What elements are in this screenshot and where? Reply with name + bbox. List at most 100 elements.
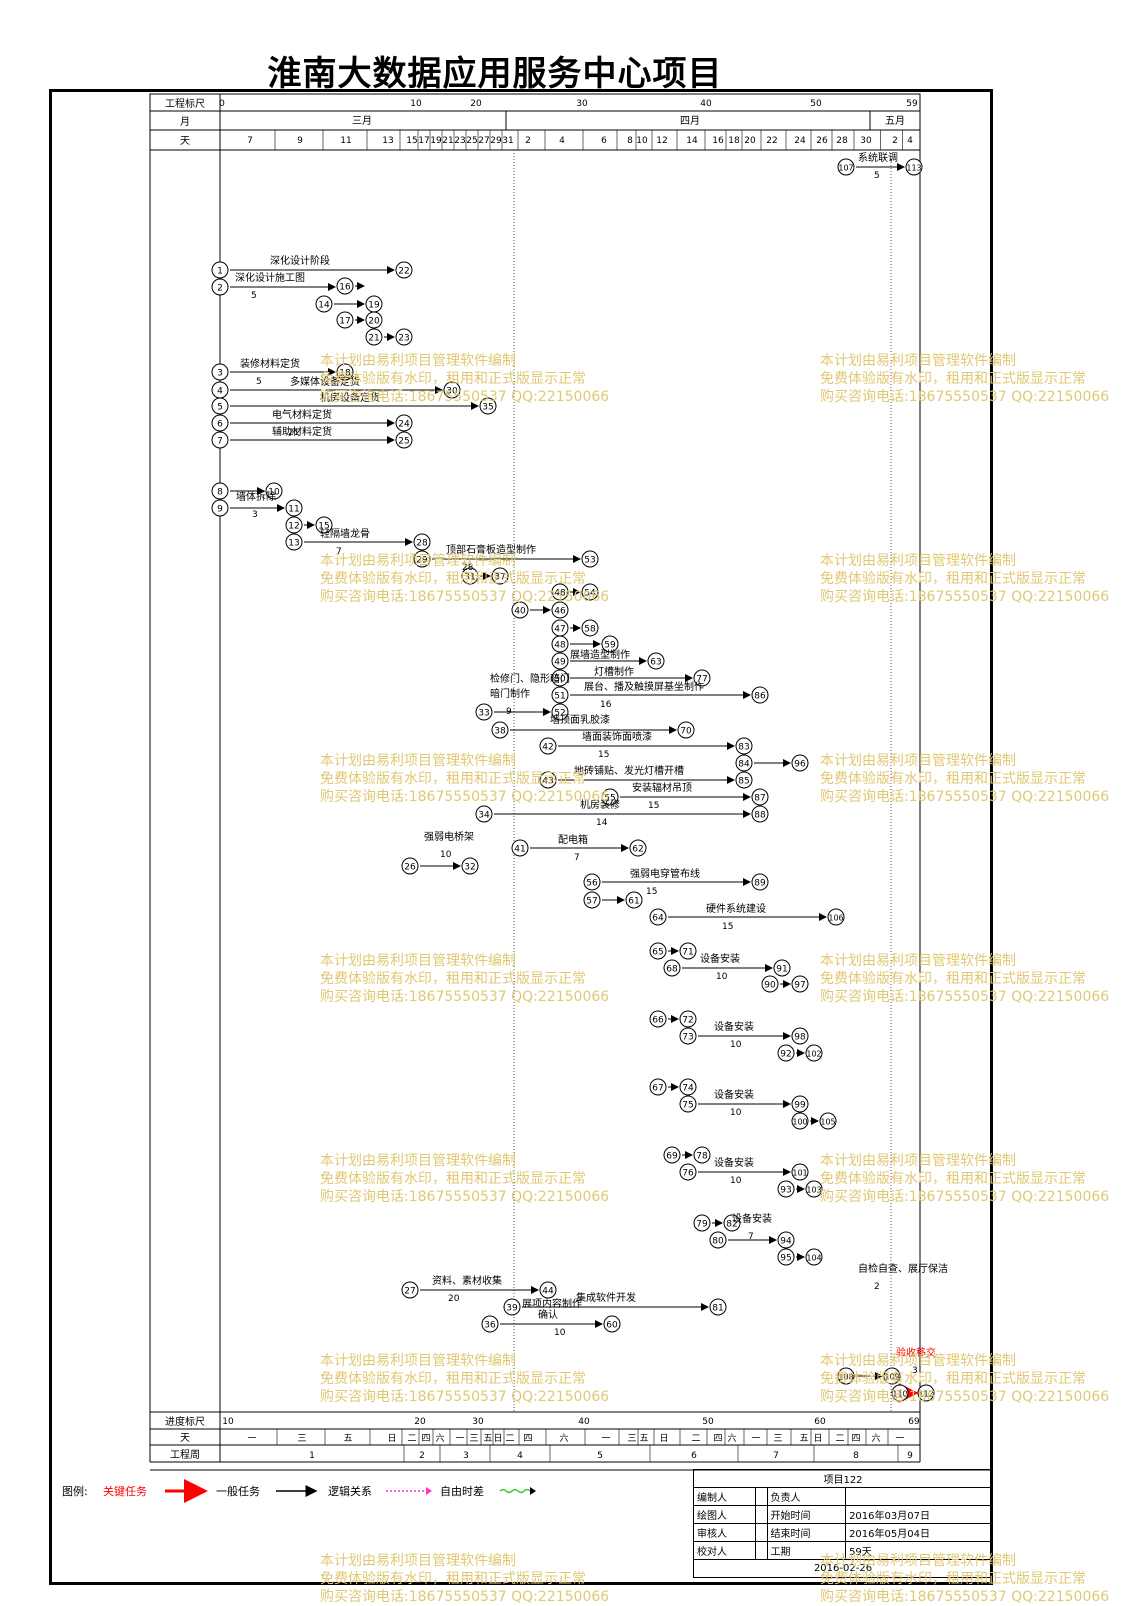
node-number: 112	[918, 1390, 933, 1399]
event-node: 10	[265, 482, 283, 500]
node-number: 73	[682, 1033, 693, 1043]
day-cell: 29	[490, 136, 502, 146]
day-cell: 25	[466, 136, 477, 146]
day-cell: 21	[442, 136, 453, 146]
event-node: 97	[791, 975, 809, 993]
event-node: 78	[693, 1146, 711, 1164]
task-name: 墙顶面乳胶漆	[550, 713, 610, 726]
event-node: 2	[211, 278, 229, 296]
event-node: 9	[211, 499, 229, 517]
node-number: 53	[584, 556, 595, 566]
node-number: 49	[554, 658, 566, 668]
event-node: 34	[475, 805, 493, 823]
node-number: 5	[217, 403, 223, 413]
event-node: 18	[336, 363, 354, 381]
node-circle	[791, 1027, 809, 1045]
task-duration: 5	[256, 377, 262, 387]
node-circle	[475, 805, 493, 823]
day-cell: 12	[656, 136, 667, 146]
scale-tick: 10	[410, 99, 422, 109]
event-node: 98	[791, 1027, 809, 1045]
node-number: 58	[584, 625, 596, 635]
node-number: 41	[514, 845, 525, 855]
month-cell: 五月	[885, 115, 905, 127]
day-cell: 11	[340, 136, 351, 146]
event-node: 8	[211, 482, 229, 500]
event-node: 1	[211, 261, 229, 279]
task-name: 地砖铺贴、发光灯槽开槽	[574, 764, 684, 777]
weekday-cell: 三	[773, 1434, 782, 1444]
node-circle	[677, 721, 695, 739]
node-number: 46	[554, 607, 566, 617]
weekday-cell: 四	[713, 1434, 722, 1444]
node-number: 103	[806, 1186, 821, 1195]
day-cell: 30	[860, 136, 872, 146]
day-cell: 13	[382, 136, 393, 146]
node-number: 104	[806, 1254, 821, 1263]
node-circle	[211, 397, 229, 415]
scale-tick: 20	[470, 99, 482, 109]
event-node: 74	[679, 1078, 697, 1096]
node-circle	[777, 1044, 795, 1062]
task-duration: 5	[874, 171, 880, 181]
event-node: 36	[481, 1315, 499, 1333]
node-circle	[751, 873, 769, 891]
task-name: 设备安装	[714, 1020, 754, 1033]
node-circle	[679, 1095, 697, 1113]
node-number: 36	[484, 1321, 496, 1331]
task-duration: 16	[600, 700, 612, 710]
node-circle	[709, 1231, 727, 1249]
node-circle	[693, 1146, 711, 1164]
weekday-cell: 日	[493, 1433, 502, 1444]
node-number: 105	[820, 1118, 835, 1127]
weekday-cell: 四	[523, 1434, 532, 1444]
task-name: 设备安装	[714, 1156, 754, 1169]
task-duration: 20	[448, 1294, 460, 1304]
node-circle	[211, 278, 229, 296]
node-number: 82	[726, 1220, 737, 1230]
event-node: 37	[491, 567, 509, 585]
node-circle	[539, 771, 557, 789]
scale-tick: 40	[700, 99, 712, 109]
node-number: 56	[586, 879, 598, 889]
week-cell: 8	[853, 1451, 859, 1461]
task-duration: 10	[554, 1328, 566, 1338]
node-number: 3	[217, 369, 223, 379]
scale-tick: 0	[219, 99, 225, 109]
node-circle	[443, 381, 461, 399]
node-number: 17	[339, 317, 350, 327]
task-name: 展墙造型制作	[570, 648, 630, 661]
event-node: 103	[805, 1180, 823, 1198]
event-node: 22	[395, 261, 413, 279]
node-number: 72	[682, 1016, 693, 1026]
weekday-cell: 四	[421, 1434, 430, 1444]
node-number: 67	[652, 1084, 663, 1094]
node-number: 7	[217, 437, 223, 447]
project-name: 项目122	[693, 1469, 993, 1488]
day-cell: 18	[728, 136, 740, 146]
node-circle	[625, 891, 643, 909]
node-number: 43	[542, 777, 553, 787]
node-number: 4	[217, 387, 223, 397]
weekday-cell: 一	[895, 1434, 904, 1444]
node-circle	[211, 499, 229, 517]
event-node: 72	[679, 1010, 697, 1028]
event-node: 65	[649, 942, 667, 960]
week-cell: 2	[419, 1451, 425, 1461]
info-value: 2016年03月07日	[845, 1505, 993, 1524]
node-circle	[827, 908, 845, 926]
task-name: 顶部石膏板造型制作	[446, 543, 536, 556]
event-node: 64	[649, 908, 667, 926]
event-node: 13	[285, 533, 303, 551]
task-duration: 7	[336, 547, 342, 557]
event-node: 77	[693, 669, 711, 687]
node-number: 15	[318, 522, 329, 532]
node-circle	[883, 1367, 901, 1385]
task-name: 设备安装	[732, 1212, 772, 1225]
event-node: 86	[751, 686, 769, 704]
node-number: 65	[652, 948, 663, 958]
scale-tick: 59	[906, 99, 918, 109]
day-cell: 24	[794, 136, 806, 146]
weekday-row: 一三五日二四六一三五日二四六一三五日二四六一三五日二四六一	[247, 1429, 905, 1445]
